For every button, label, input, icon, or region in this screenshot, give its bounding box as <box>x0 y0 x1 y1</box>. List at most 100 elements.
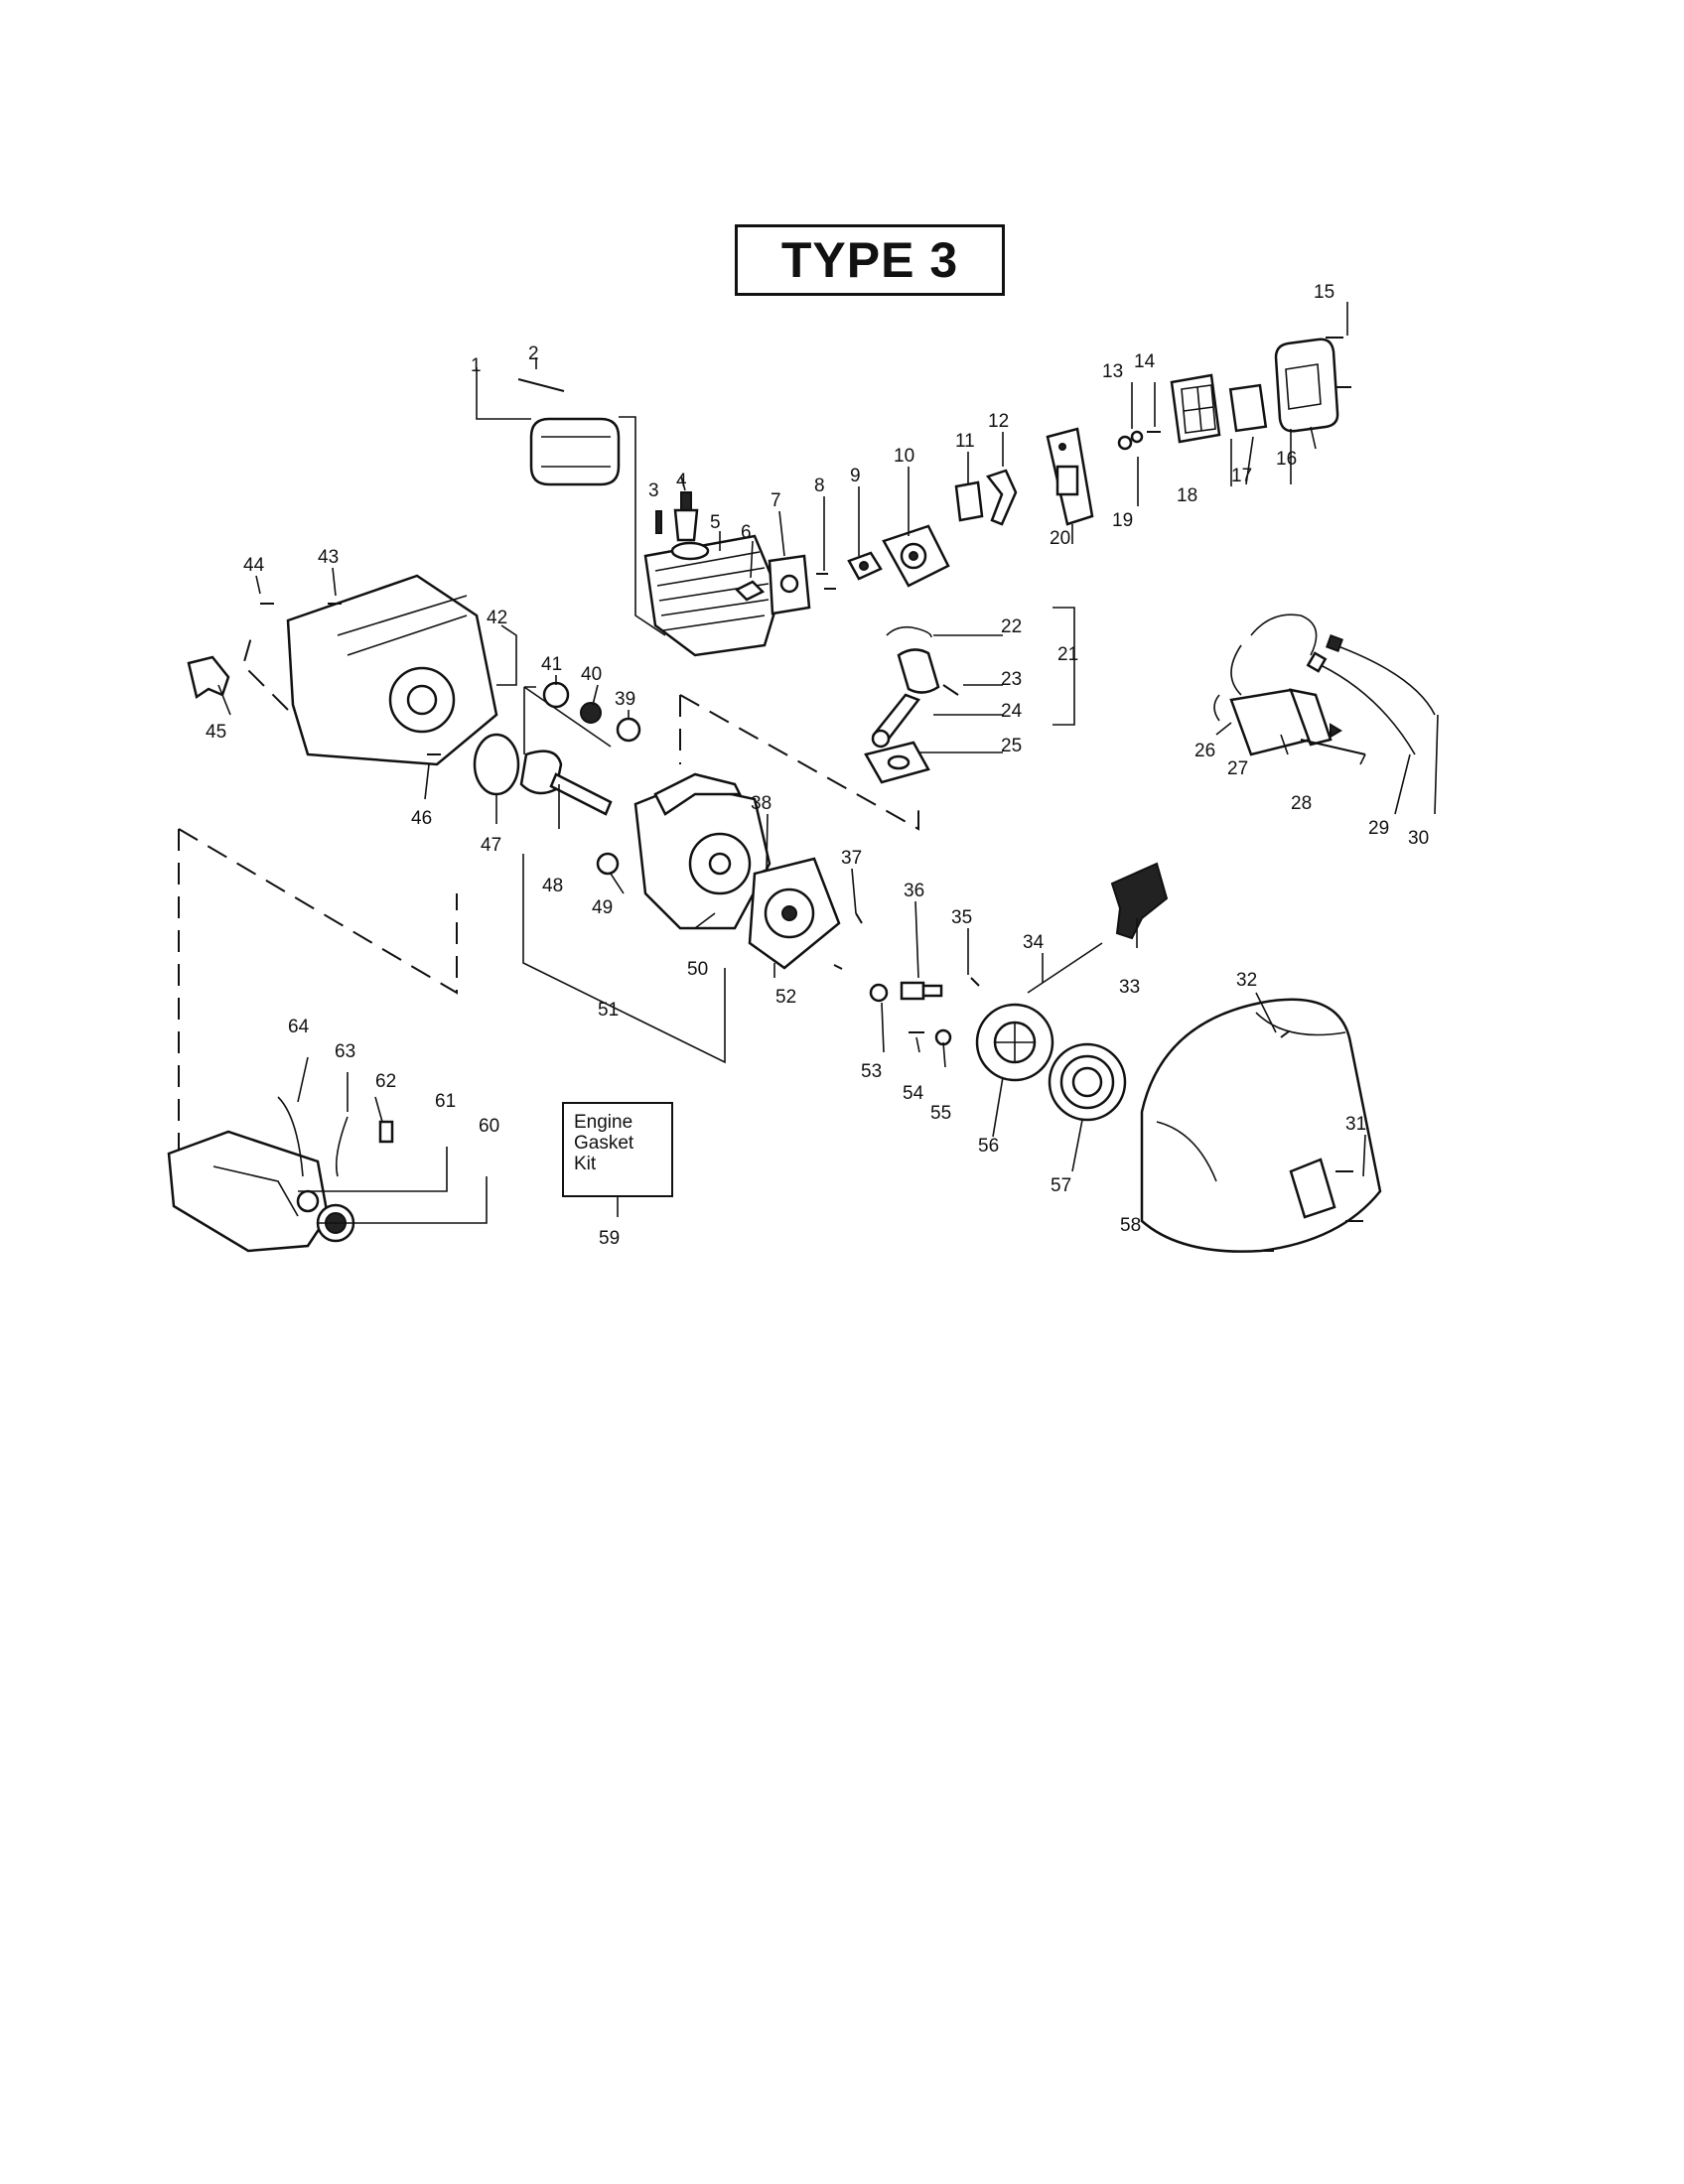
fuel-line-64-part <box>277 1096 304 1177</box>
leader-1 <box>476 367 531 420</box>
callout-50: 50 <box>687 959 708 980</box>
starter-handle-33-part <box>1110 862 1169 940</box>
screws-15-part <box>1326 337 1351 388</box>
clip-45-part <box>187 655 230 700</box>
callout-28: 28 <box>1291 793 1312 814</box>
callout-4: 4 <box>676 471 687 491</box>
callout-26: 26 <box>1194 741 1215 761</box>
wire-30-part <box>1334 644 1436 716</box>
callout-47: 47 <box>481 835 501 856</box>
connector-27 <box>1330 723 1342 739</box>
clip-dashed-guide <box>241 629 289 711</box>
kit-label-line-3: Kit <box>574 1154 597 1174</box>
screw-32-part <box>1280 1030 1290 1038</box>
callout-9: 9 <box>850 466 861 486</box>
wire-29-part <box>1320 664 1416 755</box>
fuel-line-63-part <box>335 1116 349 1177</box>
callout-61: 61 <box>435 1091 456 1112</box>
kit-label-line-2: Gasket <box>574 1133 634 1154</box>
callout-32: 32 <box>1236 970 1257 991</box>
callout-51: 51 <box>598 1000 619 1021</box>
gasket-6-part <box>734 580 766 602</box>
ring-22-part <box>886 625 932 638</box>
leader-61 <box>298 1147 448 1192</box>
callout-27: 27 <box>1227 758 1248 779</box>
washer-55-part <box>934 1028 952 1046</box>
callout-41: 41 <box>541 654 562 675</box>
callout-22: 22 <box>1001 616 1022 637</box>
ignition-module-27-part <box>1229 614 1333 756</box>
bracket-21 <box>1052 607 1075 726</box>
callout-64: 64 <box>288 1017 310 1037</box>
muffler-cover-part <box>529 417 621 486</box>
callout-42: 42 <box>487 608 507 628</box>
callout-62: 62 <box>375 1071 396 1092</box>
callout-38: 38 <box>751 793 772 814</box>
seal-40-part <box>580 702 602 724</box>
washer-53-part <box>869 983 889 1003</box>
washer-13-part <box>1117 435 1133 451</box>
washer-14-part <box>1130 430 1144 444</box>
callout-8: 8 <box>814 476 825 496</box>
screw-3-part <box>655 510 662 534</box>
callout-31: 31 <box>1345 1114 1366 1135</box>
callout-40: 40 <box>581 664 602 685</box>
filter-62-part <box>378 1120 394 1144</box>
bearing-bracket <box>523 686 612 754</box>
callout-48: 48 <box>542 876 563 896</box>
gasket-25-hole <box>887 754 911 770</box>
pin-23-part <box>942 684 959 696</box>
callout-21: 21 <box>1057 644 1078 665</box>
spacer-9-part <box>847 551 883 581</box>
intake-plate-part <box>768 554 811 615</box>
callout-23: 23 <box>1001 669 1022 690</box>
seal-49-part <box>596 852 620 876</box>
leader-42 <box>496 624 517 686</box>
callout-46: 46 <box>411 808 432 829</box>
callout-25: 25 <box>1001 736 1022 756</box>
callout-56: 56 <box>978 1136 999 1157</box>
pulley-56-part <box>975 1003 1054 1082</box>
filter-frame-18-part <box>1170 373 1221 444</box>
callout-15: 15 <box>1314 282 1334 303</box>
screw-28-part <box>1300 739 1366 755</box>
fuel-tank-61-part <box>167 1130 330 1253</box>
callout-19: 19 <box>1112 510 1133 531</box>
callout-10: 10 <box>894 446 914 467</box>
piston-24-part <box>871 648 940 749</box>
crankcase-dashed-guide <box>679 694 919 831</box>
starter-cover-58-part <box>1140 998 1382 1253</box>
callout-35: 35 <box>951 907 972 928</box>
spring-26-part <box>1213 694 1220 722</box>
callout-5: 5 <box>710 512 721 533</box>
callout-7: 7 <box>771 490 781 511</box>
callout-24: 24 <box>1001 701 1023 722</box>
engine-gasket-kit-box: Engine Gasket Kit <box>562 1102 673 1197</box>
screws-37-part <box>833 912 863 970</box>
callout-labels: 1 2 3 4 5 6 7 8 9 10 11 12 13 14 15 16 1… <box>206 282 1429 1249</box>
rope-34-part <box>1027 942 1103 994</box>
crankshaft-48-part <box>519 750 613 816</box>
leader-1-bracket <box>619 416 666 636</box>
callout-29: 29 <box>1368 818 1389 839</box>
callout-49: 49 <box>592 897 613 918</box>
gasket-11-part <box>954 480 984 522</box>
callout-55: 55 <box>930 1103 951 1124</box>
filter-base-20-part <box>1046 427 1094 526</box>
callout-12: 12 <box>988 411 1009 432</box>
o-ring-47-part <box>473 733 520 796</box>
callout-58: 58 <box>1120 1215 1141 1236</box>
callout-16: 16 <box>1276 449 1297 470</box>
filter-element-17-part <box>1228 383 1268 433</box>
callout-13: 13 <box>1102 361 1123 382</box>
callout-20: 20 <box>1050 528 1070 549</box>
callout-36: 36 <box>904 881 924 901</box>
callout-63: 63 <box>335 1041 355 1062</box>
callout-57: 57 <box>1051 1175 1071 1196</box>
callout-17: 17 <box>1231 466 1252 486</box>
callout-37: 37 <box>841 848 862 869</box>
callout-33: 33 <box>1119 977 1140 998</box>
wire-29-end <box>1306 651 1328 673</box>
callout-34: 34 <box>1023 932 1045 953</box>
